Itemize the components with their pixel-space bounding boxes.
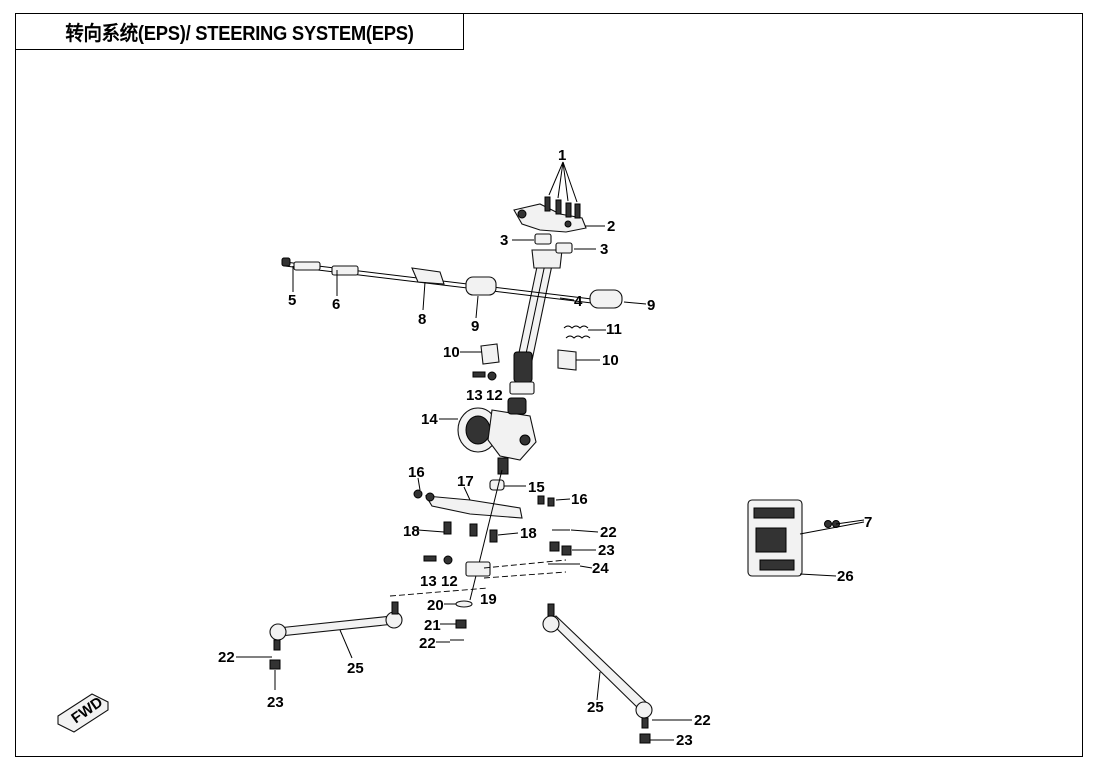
callout-22-right-upper: 22 [600, 524, 617, 541]
callout-23-left: 23 [267, 694, 284, 711]
diagram-title: 转向系统(EPS)/ STEERING SYSTEM(EPS) [65, 23, 414, 45]
plate-bolts-part [443, 521, 498, 543]
callout-7: 7 [864, 514, 872, 531]
callout-9-left: 9 [471, 318, 479, 335]
callout-3-left: 3 [500, 232, 508, 249]
right-tie-rod-part [542, 603, 653, 744]
callout-22-left: 22 [218, 649, 235, 666]
callout-22-center: 22 [419, 635, 436, 652]
callout-10-left: 10 [443, 344, 460, 361]
callout-10-right: 10 [602, 352, 619, 369]
callout-2: 2 [607, 218, 615, 235]
right-nut-stack-part [548, 529, 580, 565]
bolt-nut-upper [472, 371, 497, 381]
callout-6: 6 [332, 296, 340, 313]
callout-5: 5 [288, 292, 296, 309]
callout-13-lower: 13 [420, 573, 437, 590]
callout-3-right: 3 [600, 241, 608, 258]
leader-lines [236, 161, 865, 741]
callout-8: 8 [418, 311, 426, 328]
eps-control-unit-part [747, 499, 840, 577]
callout-9-right: 9 [647, 297, 655, 314]
callout-23-right-upper: 23 [598, 542, 615, 559]
bushing-part [480, 343, 577, 371]
callout-16-right: 16 [571, 491, 588, 508]
callout-25-left: 25 [347, 660, 364, 677]
callout-12-lower: 12 [441, 573, 458, 590]
washer-stack-part [450, 600, 473, 641]
callout-4: 4 [574, 293, 583, 310]
mounting-bolts-part [544, 196, 581, 219]
callout-14: 14 [421, 411, 438, 428]
callout-16-left: 16 [408, 464, 425, 481]
callout-15: 15 [528, 479, 545, 496]
callout-18-left: 18 [403, 523, 420, 540]
callout-19: 19 [480, 591, 497, 608]
pitman-arm-part [389, 469, 567, 601]
callout-13-upper: 13 [466, 387, 483, 404]
callout-21: 21 [424, 617, 441, 634]
callout-25-right: 25 [587, 699, 604, 716]
drawing-frame [15, 13, 1083, 757]
callout-labels: 1 2 3 3 4 5 6 7 8 9 9 10 10 11 12 12 13 … [218, 147, 872, 749]
callout-11: 11 [606, 321, 622, 338]
callout-23-right-lower: 23 [676, 732, 693, 749]
callout-24: 24 [592, 560, 609, 577]
fwd-arrow-icon: FWD [57, 693, 109, 733]
spring-part [563, 325, 591, 339]
column-clamp-part [534, 233, 573, 254]
title-box: 转向系统(EPS)/ STEERING SYSTEM(EPS) [15, 13, 464, 50]
callout-18-right: 18 [520, 525, 537, 542]
horizontal-shaft-assembly [281, 257, 623, 309]
callout-17: 17 [457, 473, 474, 490]
callout-12-upper: 12 [486, 387, 503, 404]
universal-joint-part [509, 351, 535, 395]
callout-1: 1 [558, 147, 566, 164]
left-tie-rod-part [269, 601, 403, 670]
steering-column-part [515, 249, 563, 371]
callout-22-right-lower: 22 [694, 712, 711, 729]
callout-20: 20 [427, 597, 444, 614]
eps-gearbox-part [457, 397, 537, 475]
callout-26: 26 [837, 568, 854, 585]
